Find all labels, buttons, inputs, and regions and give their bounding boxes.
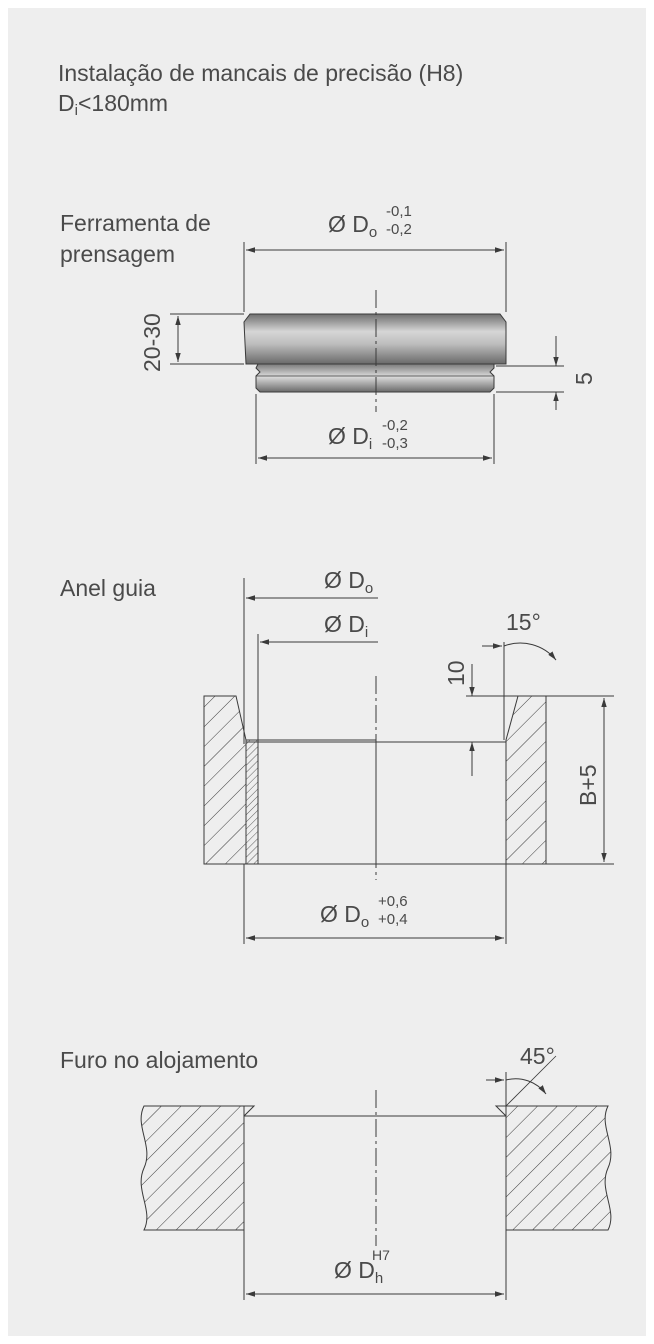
housing-right-wall: [505, 1105, 612, 1231]
di-tolerance-lower: -0,3: [382, 435, 408, 452]
housing-bore-label: Furo no alojamento: [60, 1047, 258, 1073]
bearing-bush-wall: [245, 739, 259, 865]
page-title: Instalação de mancais de precisão (H8) D…: [58, 58, 463, 118]
housing-angle-arc: [505, 1078, 547, 1095]
housing-chamfer-right: [494, 1105, 507, 1118]
do-tolerance-upper: -0,1: [386, 203, 412, 220]
di-dimension-text: Ø Di: [328, 423, 372, 453]
guide-ring-section: Anel guia Ø Do Ø Di 10 15° B+: [60, 567, 614, 944]
ring-left-wall: [203, 695, 247, 865]
ring-di-dimension-text: Ø Di: [324, 611, 368, 641]
title-line-1: Instalação de mancais de precisão (H8): [58, 60, 464, 86]
press-tool-label-1: Ferramenta de: [60, 210, 211, 236]
ring-bottom-tolerance-upper: +0,6: [378, 893, 408, 910]
ring-bottom-dimension-text: Ø Do: [320, 901, 369, 931]
ring-do-dimension-text: Ø Do: [324, 567, 373, 597]
bore-dimension-text: Ø Dh: [334, 1257, 383, 1287]
bearing-bush: [245, 739, 377, 865]
press-tool-pilot: [255, 363, 495, 393]
housing-left-wall: [140, 1105, 245, 1231]
do-dimension-text: Ø Do: [328, 211, 377, 241]
press-tool-body: [243, 313, 507, 365]
step-dimension-text: 5: [571, 372, 597, 385]
housing-bore-section: Furo no alojamento 45° Ø Dh H7: [60, 1043, 612, 1300]
di-tolerance-upper: -0,2: [382, 417, 408, 434]
guide-ring-label: Anel guia: [60, 575, 156, 601]
bore-tolerance-class: H7: [372, 1247, 390, 1263]
ring-bottom-tolerance-lower: +0,4: [378, 911, 408, 928]
angle-45-text: 45°: [520, 1043, 555, 1069]
height-b5-text: B+5: [575, 764, 601, 806]
title-d: D: [58, 90, 75, 116]
title-limit: <180mm: [77, 90, 169, 116]
angle-arc: [503, 642, 557, 661]
height-dimension-text: 20-30: [139, 313, 165, 372]
title-d-subscript: i: [74, 102, 78, 119]
housing-chamfer-left: [243, 1105, 256, 1118]
do-tolerance-lower: -0,2: [386, 221, 412, 238]
angle-15-text: 15°: [506, 609, 541, 635]
press-tool-section: Ferramenta de prensagem Ø Do -0,1 -0,2 2…: [60, 203, 597, 464]
depth-dimension-text: 10: [443, 660, 469, 686]
title-line-2: Di<180mm: [58, 88, 463, 118]
ring-right-wall: [505, 695, 547, 865]
housing-chamfer-extension: [505, 1055, 557, 1107]
press-tool-label-2: prensagem: [60, 241, 175, 267]
